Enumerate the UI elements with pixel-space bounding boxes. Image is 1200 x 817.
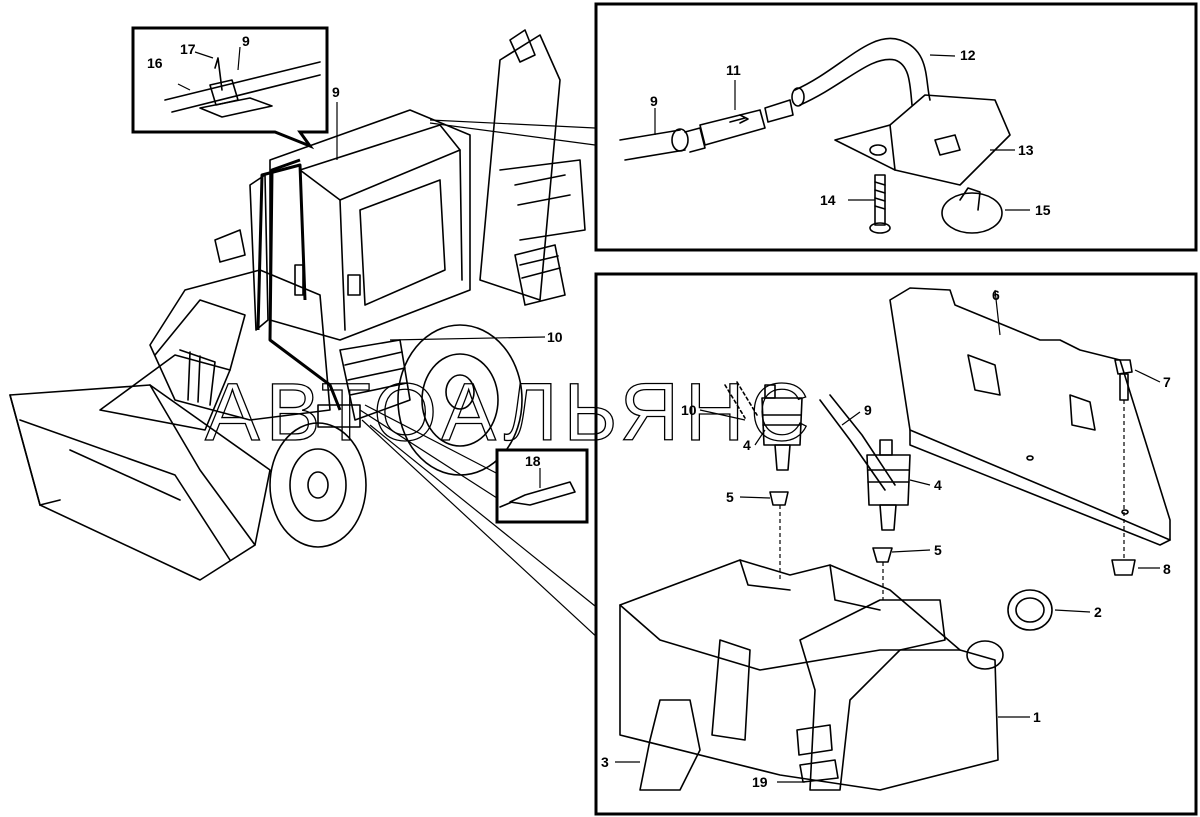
- watermark: АВТОАЛЬЯНС: [205, 367, 815, 458]
- callout-13: 13: [1018, 142, 1034, 158]
- callout-9-bottom: 9: [864, 402, 872, 418]
- callout-4-right: 4: [934, 477, 942, 493]
- pipe-connector-inset: 9 11 12 13 14 15: [594, 2, 1198, 252]
- washer-pump-right: [866, 439, 911, 531]
- callout-6: 6: [992, 287, 1000, 303]
- callout-11: 11: [726, 62, 741, 78]
- callout-9-top: 9: [650, 93, 658, 109]
- callout-10-bottom: 10: [681, 402, 697, 418]
- callout-10-machine: 10: [547, 329, 563, 345]
- callout-8: 8: [1163, 561, 1171, 577]
- callout-5-right: 5: [934, 542, 942, 558]
- callout-12: 12: [960, 47, 976, 63]
- callout-7: 7: [1163, 374, 1171, 390]
- washer-tank-inset: 6 7 8 10 9 4 4 5 5 2 1 3 19: [594, 272, 1198, 816]
- callout-14: 14: [820, 192, 836, 208]
- callout-4-left: 4: [743, 437, 751, 453]
- callout-9-machine: 9: [332, 84, 340, 100]
- callout-19: 19: [752, 774, 768, 790]
- callout-15: 15: [1035, 202, 1051, 218]
- callout-17: 17: [180, 41, 196, 57]
- callout-1: 1: [1033, 709, 1041, 725]
- sealant-inset: 18: [495, 448, 589, 524]
- callout-5-left: 5: [726, 489, 734, 505]
- callout-16: 16: [147, 55, 163, 71]
- callout-9-inset: 9: [242, 33, 250, 49]
- washer-pump-left: [761, 384, 803, 471]
- clip-detail-inset: 16 17 9: [131, 26, 329, 150]
- backhoe-loader-illustration: [9, 29, 586, 581]
- callout-18: 18: [525, 453, 541, 469]
- callout-2: 2: [1094, 604, 1102, 620]
- callout-3: 3: [601, 754, 609, 770]
